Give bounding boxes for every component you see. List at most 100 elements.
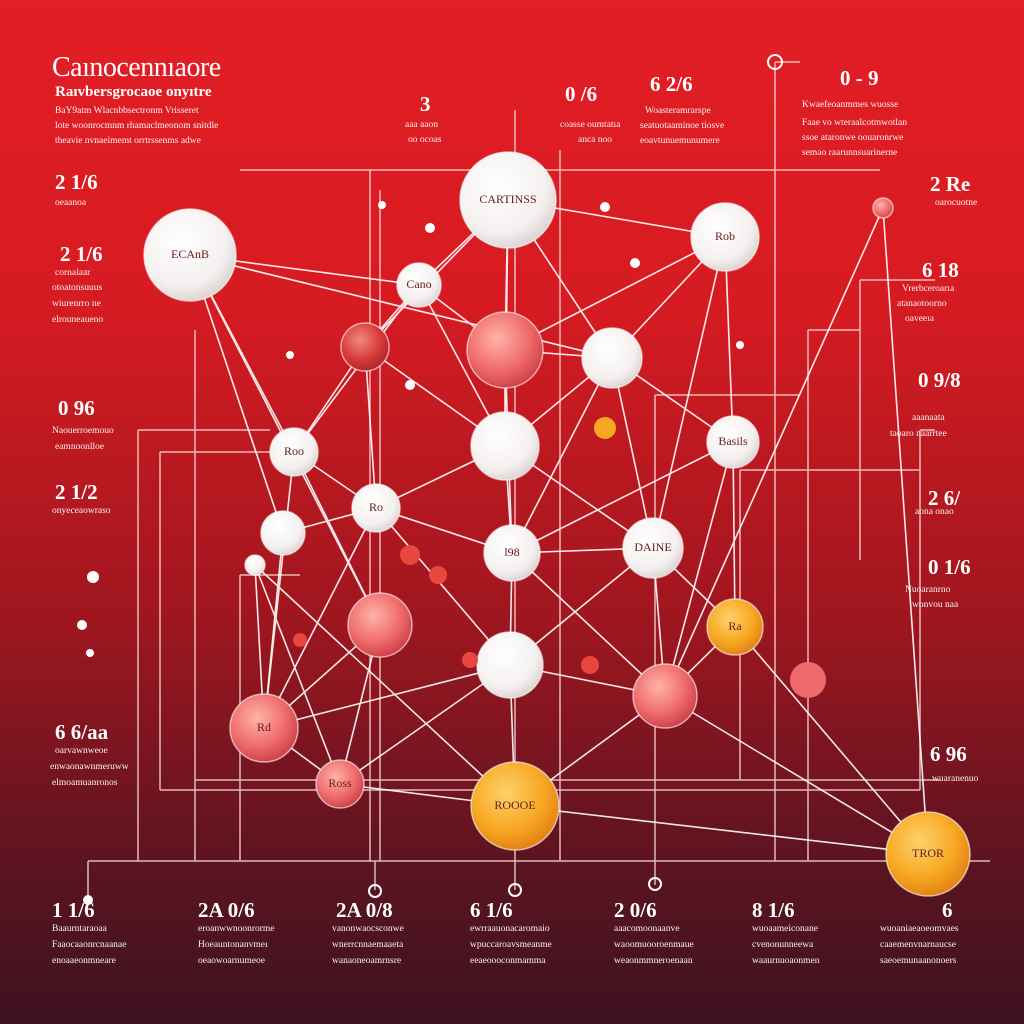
bottom-block-line: waoomuooroenmaue bbox=[614, 940, 694, 950]
edge-line bbox=[339, 664, 511, 785]
edge-line bbox=[511, 441, 734, 554]
bottom-block-line: wuoaameiconane bbox=[752, 924, 818, 934]
node-circle bbox=[690, 202, 760, 272]
diagram-node: CARTINSS bbox=[459, 151, 557, 249]
node-circle bbox=[632, 663, 698, 729]
diagram-node: Ro bbox=[351, 483, 401, 533]
bottom-block-line: vanonwaocsconwe bbox=[332, 924, 404, 934]
diagram-node bbox=[244, 554, 266, 576]
bottom-block-line: wanaoneoamrnsre bbox=[332, 956, 402, 966]
bottom-block-line: caaemenvnarnaucse bbox=[880, 940, 956, 950]
top-block-number: 6 2/6 bbox=[650, 72, 693, 96]
node-label: l98 bbox=[504, 545, 519, 559]
bottom-block-line: eroanwwnoonrorme bbox=[198, 924, 275, 934]
top-block-line: Kwaefeoanmmes wuosse bbox=[802, 100, 899, 110]
node-circle bbox=[269, 427, 319, 477]
diagram-node bbox=[581, 327, 643, 389]
right-block-number: 0 1/6 bbox=[928, 555, 971, 579]
bottom-block-number: 2 0/6 bbox=[614, 898, 657, 922]
diagram-node bbox=[340, 322, 390, 372]
left-block-line: elmoamuanronos bbox=[52, 778, 118, 788]
edge-line bbox=[882, 207, 929, 855]
page-title: Caınocennıaore bbox=[52, 52, 221, 83]
left-block-number: 2 1/6 bbox=[60, 242, 103, 266]
right-block-number: 0 9/8 bbox=[918, 368, 961, 392]
left-block-number: 2 1/6 bbox=[55, 170, 98, 194]
left-block-line: eamnoonlloe bbox=[55, 442, 105, 452]
right-block-line: oaveeıa bbox=[905, 314, 935, 324]
left-block-number: 0 96 bbox=[58, 396, 95, 420]
diagram-node bbox=[260, 510, 306, 556]
left-block-line: otoatonsuuus bbox=[52, 283, 103, 293]
edge-line bbox=[611, 357, 654, 549]
node-circle bbox=[470, 761, 560, 851]
node-circle bbox=[470, 411, 540, 481]
decorative-dots bbox=[77, 54, 826, 905]
bottom-block-line: Faaocaaonrcnaanae bbox=[52, 940, 127, 950]
left-block-line: Naouerroemouo bbox=[52, 426, 114, 436]
left-block-line: enwaonawnmeruww bbox=[50, 762, 129, 772]
node-label: Rd bbox=[257, 720, 271, 734]
node-circle bbox=[459, 151, 557, 249]
left-block-number: 2 1/2 bbox=[55, 480, 98, 504]
edge-line bbox=[652, 236, 726, 549]
diagram-node: Cano bbox=[396, 262, 442, 308]
node-circle bbox=[260, 510, 306, 556]
node-circle bbox=[885, 811, 971, 897]
node-circle bbox=[466, 311, 544, 389]
node-circle bbox=[581, 327, 643, 389]
top-block-line: Faae vo wteraalcotmwotlan bbox=[802, 118, 907, 128]
bottom-block-line: wpuccaroavsmeanme bbox=[470, 940, 552, 950]
node-label: Basils bbox=[718, 434, 748, 448]
top-block-line: semao raarunnsuarinerne bbox=[802, 148, 898, 158]
bottom-block-number: 2A 0/8 bbox=[336, 898, 393, 922]
bottom-block-number: 1 1/6 bbox=[52, 898, 95, 922]
bottom-block-number: 2A 0/6 bbox=[198, 898, 255, 922]
node-label: ECAnB bbox=[171, 247, 209, 261]
node-label: CARTINSS bbox=[479, 192, 536, 206]
diagram-node bbox=[347, 592, 413, 658]
right-block-line: atanaotoorno bbox=[897, 299, 947, 309]
diagram-node: Rd bbox=[229, 693, 299, 763]
node-circle bbox=[315, 759, 365, 809]
top-block-line: anca noo bbox=[578, 135, 613, 145]
bottom-block-line: weaonmmneroenaan bbox=[614, 956, 693, 966]
diagram-node: ROOOE bbox=[470, 761, 560, 851]
edge-line bbox=[664, 441, 734, 697]
page-subtitle: Raıvbersgrocaoe onyıtre bbox=[55, 84, 212, 100]
bottom-block-line: saeoemunaanonoers bbox=[880, 956, 957, 966]
diagram-node bbox=[470, 411, 540, 481]
bottom-block-line: waaurnuoaonmen bbox=[752, 956, 820, 966]
left-block-number: 6 6/aa bbox=[55, 720, 109, 744]
node-circle bbox=[347, 592, 413, 658]
right-block-line: oarocuotne bbox=[935, 198, 978, 208]
node-circle bbox=[872, 197, 894, 219]
right-block-line: aaanaata bbox=[912, 413, 945, 423]
top-block-line: seatuotaaminoe tiosve bbox=[640, 121, 725, 131]
edge-line bbox=[732, 441, 736, 628]
bottom-block-line: cvenonunneewa bbox=[752, 940, 814, 950]
node-circle bbox=[622, 517, 684, 579]
right-block-number: 6 18 bbox=[922, 258, 959, 282]
node-label: Cano bbox=[406, 277, 431, 291]
header-line: theavie nvnaeimemt orrtrssenms adwe bbox=[55, 136, 201, 146]
bottom-block-line: Hoeauntonanvmeı bbox=[198, 940, 268, 950]
node-label: Rob bbox=[715, 229, 735, 243]
edge-line bbox=[375, 507, 511, 666]
right-block-line: taoaro naarrtee bbox=[890, 429, 947, 439]
node-label: ROOOE bbox=[494, 798, 535, 812]
edge-line bbox=[263, 664, 511, 729]
edge-line bbox=[514, 805, 929, 855]
diagram-node bbox=[632, 663, 698, 729]
left-block-line: oarvawnweoe bbox=[55, 746, 108, 756]
top-block-line: ssoe ataronwe oouaronrwe bbox=[802, 133, 904, 143]
diagram-node: Ra bbox=[706, 598, 764, 656]
diagram-node bbox=[466, 311, 544, 389]
edge-line bbox=[664, 695, 929, 855]
node-circle bbox=[396, 262, 442, 308]
bottom-block-line: eeaeoooconmamma bbox=[470, 956, 546, 966]
bottom-block-number: 6 bbox=[942, 898, 953, 922]
bottom-block-number: 8 1/6 bbox=[752, 898, 795, 922]
edge-line bbox=[254, 564, 516, 807]
